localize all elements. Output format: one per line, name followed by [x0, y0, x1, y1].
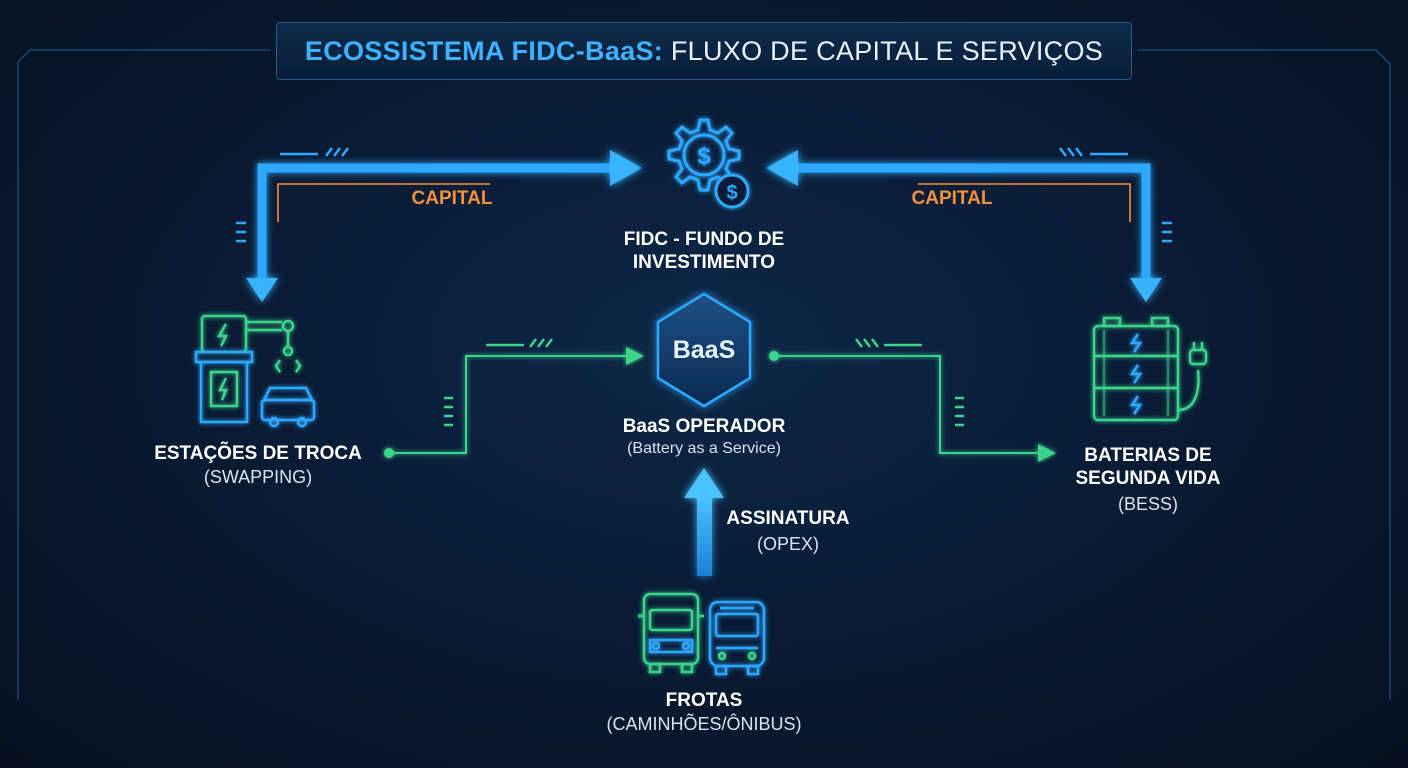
capital-label-right: CAPITAL — [911, 188, 993, 209]
fidc-label-line2: INVESTIMENTO — [632, 252, 776, 273]
swap-station-icon — [194, 314, 316, 428]
baas-badge: BaaS — [672, 336, 736, 364]
title-highlight: ECOSSISTEMA FIDC-BaaS: — [304, 35, 664, 66]
diagram-title: ECOSSISTEMA FIDC-BaaS: FLUXO DE CAPITAL … — [276, 22, 1132, 80]
frame-lines — [17, 49, 1391, 700]
dash-marks-right — [1059, 147, 1172, 243]
fleets-title: FROTAS — [665, 690, 743, 711]
service-arrow-left — [384, 347, 644, 458]
capital-accent-right — [918, 183, 1131, 222]
service-dash-right — [855, 338, 964, 427]
svg-text:$: $ — [726, 182, 737, 204]
bess-label-line2: SEGUNDA VIDA — [1075, 468, 1221, 489]
capital-accent-left — [277, 183, 490, 222]
subscription-subtitle: (OPEX) — [756, 534, 820, 554]
swapping-title: ESTAÇÕES DE TROCA — [154, 443, 362, 464]
swapping-subtitle: (SWAPPING) — [203, 467, 313, 487]
battery-stack-icon — [1092, 316, 1208, 422]
service-dash-left — [444, 338, 553, 427]
hexagon-icon — [656, 292, 752, 408]
title-rest: FLUXO DE CAPITAL E SERVIÇOS — [670, 35, 1104, 66]
dash-marks-left — [236, 147, 349, 243]
bess-label: BATERIAS DE SEGUNDA VIDA — [1076, 444, 1221, 490]
capital-arrow-left — [246, 150, 642, 302]
gear-dollar-icon: $ $ — [667, 118, 750, 209]
baas-subtitle: (Battery as a Service) — [627, 440, 781, 457]
baas-title: BaaS OPERADOR — [622, 416, 786, 437]
service-arrow-right — [769, 351, 1056, 462]
fidc-label: FIDC - FUNDO DE INVESTIMENTO — [624, 228, 784, 274]
fidc-label-line1: FIDC - FUNDO DE — [623, 229, 785, 250]
truck-bus-icon — [638, 592, 766, 676]
capital-arrow-right — [766, 150, 1162, 302]
capital-label-left: CAPITAL — [411, 188, 493, 209]
subscription-arrow — [684, 468, 724, 576]
fleets-subtitle: (CAMINHÕES/ÔNIBUS) — [606, 714, 802, 734]
subscription-title: ASSINATURA — [726, 508, 850, 529]
bess-label-line1: BATERIAS DE — [1084, 445, 1212, 466]
svg-text:$: $ — [697, 143, 711, 170]
bess-subtitle: (BESS) — [1117, 494, 1179, 514]
